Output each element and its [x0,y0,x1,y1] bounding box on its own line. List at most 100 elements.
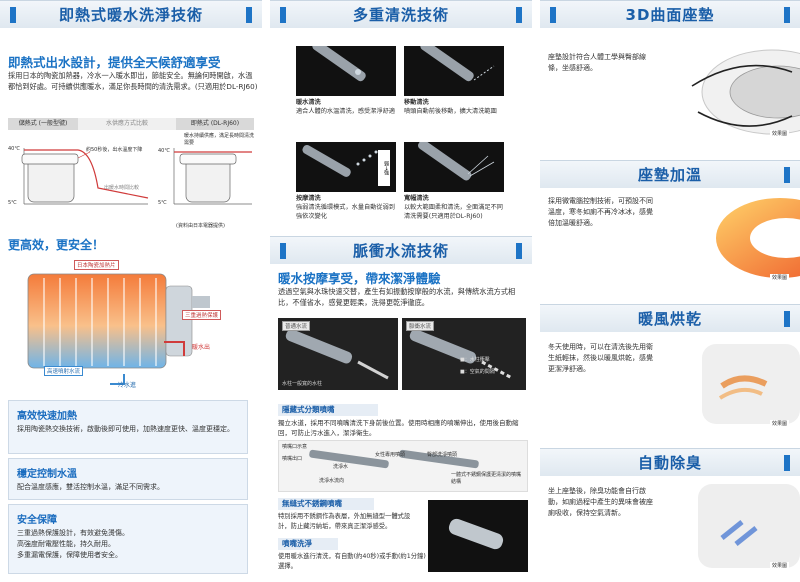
section-title: 多重清洗技術 [352,6,449,24]
seat-text: 座墊設計符合人體工學與臀部線條，坐感舒適。 [548,53,646,72]
header-bar-icon [784,455,790,471]
subtitle: 即熱式出水設計，提供全天候舒適享受 [8,55,221,70]
feature-box: 高效快速加熱 採用陶瓷熱交換技術，啟動後即可使用，加熱速度更快、溫度更穩定。 [8,400,248,454]
safety-title: 更高效，更安全！ [8,238,105,252]
section-title: 脈衝水流技術 [352,242,449,260]
mode-caption: 移動清洗 噴頭自動前後移動，擴大清洗範圍 [404,98,504,116]
section-header: 脈衝水流技術 [270,236,532,264]
mode-title: 暖水清洗 [296,99,321,106]
label-triple-protection: 三重過熱保護 [182,310,222,320]
label-hot-out: 暖水出 [192,344,211,351]
normal-flow-image: 普通水流 水柱一般寬的水柱 [278,318,398,390]
pulse-flow-image: 脈衝水流 ■：水柱衝擊 ■：空氣的間隔 [402,318,526,390]
mode-caption: 寬幅清洗 以較大範圍柔和清洗，全面滿足不同清洗需要(只適用於DL-RJ60) [404,194,504,221]
feature-box: 穩定控制水溫 配合溫度感應，雙活控制水溫，滿足不同需求。 [8,458,248,500]
label-cold-in: 冷水進 [118,382,137,389]
pulse-note: ■：水柱衝擊 [460,357,490,363]
nozzle-icon [309,449,479,469]
column-seat-features: 3D曲面座墊 座墊設計符合人體工學與臀部線條，坐感舒適。 效果圖 座墊加溫 採用… [540,0,800,582]
steel-nozzle-image [428,500,528,572]
feature-title: 無縫式不銹鋼噴嘴 [278,498,374,510]
header-bar-icon [280,7,286,23]
temp-label: 5℃ [8,200,17,206]
section-header: 3D曲面座墊 [540,0,800,28]
feature-box: 安全保障 三重過熱保護設計，有效避免燙傷。 高強度耐電壓性能，持久耐用。 多重漏… [8,504,248,574]
intro-text: 透過空氣與水珠快速交替，產生有如振動按摩般的水流，與傳統水流方式相比，不僅省水，… [278,287,516,307]
effect-badge: 效果圖 [770,420,790,427]
mode-text: 噴頭自動前後移動，擴大清洗範圍 [404,108,497,115]
feature-title: 穩定控制水溫 [17,469,77,480]
normal-flow-note: 水柱一般寬的水柱 [282,381,323,387]
header-bar-icon [550,7,556,23]
heated-seat-icon [716,198,800,278]
section-title: 自動除臭 [637,454,702,472]
feature-title: 高效快速加熱 [17,411,77,422]
header-bar-icon [10,7,16,23]
footnote: (資料由日本電器提供) [176,223,225,229]
effect-badge: 效果圖 [770,274,790,281]
label-heater: 日本陶瓷加熱片 [74,260,119,270]
effect-badge: 效果圖 [770,562,790,569]
feature-text: 使用暖水進行清洗，有自動(約40秒)或手動(約1分鐘)選擇。 [278,553,426,570]
section-header: 座墊加溫 [540,160,800,188]
normal-flow-label: 普通水流 [282,321,311,331]
feature-text: 獨立水道，採用不同噴嘴清洗下身前後位置。使用時相應的噴嘴伸出，使用後自動縮回，可… [278,419,519,437]
deodorize-image: 效果圖 [662,478,800,574]
heater-illustration: 日本陶瓷加熱片 三重過熱保護 暖水出 高速噴射水流 冷水進 [14,256,244,396]
section-title: 暖風烘乾 [637,310,702,328]
mode-title: 按摩清洗 [296,195,321,202]
effect-badge: 效果圖 [770,130,790,137]
header-bar-icon [784,7,790,23]
pulse-note: ■：空氣的間隔 [460,369,495,375]
nozzle-caption: 噴嘴口示意 [282,444,308,450]
tab-right: 即熱式 (DL-RJ60) [176,118,254,130]
temp-label: 40℃ [8,146,20,152]
wide-wash-image [404,142,504,192]
mode-caption: 按摩清洗 強弱清洗循環模式，水量自動從弱到強依次變化 [296,194,396,221]
label-jet: 高速噴射水流 [44,366,84,376]
seat-image: 效果圖 [662,34,800,144]
nozzle-label: 女性專用噴頭 [375,452,406,458]
water-supply-comparison: 儲熱式 (一般型號) 水供應方式比較 即熱式 (DL-RJ60) 40℃ 5℃ … [8,118,254,230]
tab-middle: 水供應方式比較 [105,120,148,127]
feature-text: 採用陶瓷熱交換技術，啟動後即可使用，加熱速度更快、溫度更穩定。 [17,425,234,433]
dry-text: 冬天使用時，可以在清洗後先用衛生紙輕抹，然後以暖風烘乾，感覺更潔淨舒適。 [548,343,653,373]
mode-text: 強弱清洗循環模式，水量自動從弱到強依次變化 [296,204,395,220]
mode-text: 以較大範圍柔和清洗，全面滿足不同清洗需要(只適用於DL-RJ60) [404,204,503,220]
feature-title: 安全保障 [17,515,57,526]
temp-label: 5℃ [158,200,167,206]
section-title: 即熱式暖水洗淨技術 [58,6,203,24]
header-bar-icon [784,167,790,183]
odor-text: 坐上座墊後，除臭功能會自行啟動，如廁過程中產生的異味會被座廁吸收，保持空氣清新。 [548,487,653,517]
deodorize-icon [698,484,800,568]
header-bar-icon [516,7,522,23]
subtitle: 暖水按摩享受，帶來潔淨體驗 [278,271,441,286]
nozzle-label: 臀部洗淨噴頭 [427,452,458,458]
column-cleaning: 多重清洗技術 暖水清洗 適合人體的水溫清洗，感受潔淨舒適 移動清洗 噴頭自動前後… [270,0,532,582]
section-title: 座墊加溫 [637,166,702,184]
feature-text: 特別採用不銹鋼作為表層，外加無縫型一體式設計，防止藏污納垢，帶來真正潔淨感受。 [278,513,411,530]
mode-title: 寬幅清洗 [404,195,429,202]
feature-text: 三重過熱保護設計，有效避免燙傷。 高強度耐電壓性能，持久耐用。 多重漏電保護，保… [17,529,129,559]
section-header: 自動除臭 [540,448,800,476]
header-bar-icon [280,243,286,259]
warm-wash-image [296,46,396,96]
warm-text: 採用微電腦控制技術，可預設不同溫度，寒冬如廁不再冷冰冰，感覺倍加溫暖舒適。 [548,197,653,227]
header-bar-icon [784,311,790,327]
temp-label: 40℃ [158,148,170,154]
nozzle-label: 噴嘴出口 [282,456,303,462]
header-bar-icon [246,7,252,23]
note-right: 暖水持續供應，滿足長時間清洗需要 [184,133,255,146]
nozzle-label: 一體式不銹鋼保護更清潔的噴嘴結構 [451,472,522,485]
mode-text: 適合人體的水溫清洗，感受潔淨舒適 [296,108,395,115]
section-title: 3D曲面座墊 [625,6,715,24]
section-header: 多重清洗技術 [270,0,532,28]
column-instant-heating: 即熱式暖水洗淨技術 即熱式出水設計，提供全天候舒適享受 採用日本的陶瓷加熱器，冷… [0,0,262,582]
nozzle-label: 洗淨水流向 [319,478,345,484]
nozzle-diagram: 噴嘴口示意 噴嘴出口 洗淨水 女性專用噴頭 臀部洗淨噴頭 洗淨水流向 一體式不銹… [278,440,528,492]
note-left: 約50秒後，出水溫度下降 [86,147,143,153]
chart-caption: 出暖水時間比較 [104,185,140,191]
header-bar-icon [516,243,522,259]
pulse-flow-label: 脈衝水流 [406,321,435,331]
tab-left: 儲熱式 (一般型號) [8,118,78,130]
